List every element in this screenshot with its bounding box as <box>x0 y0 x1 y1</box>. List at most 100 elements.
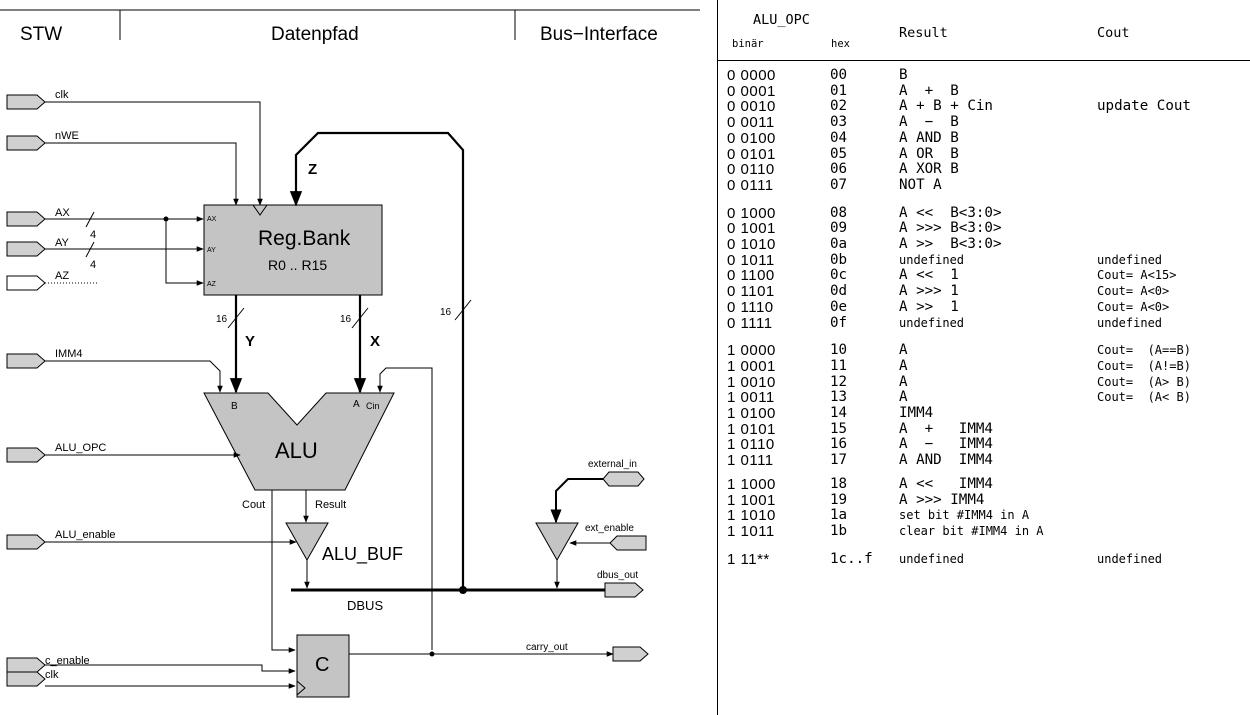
pin-alu-opc <box>6 447 46 463</box>
carry-label: C <box>315 654 329 676</box>
cell-cout: Cout= (A< B) <box>1097 390 1191 405</box>
cell-binary: 0 0100 <box>727 129 776 147</box>
cell-hex: 0f <box>830 314 848 331</box>
cell-binary: 1 0010 <box>727 373 776 391</box>
label-ax: AX <box>55 207 70 219</box>
cell-hex: 01 <box>830 82 848 99</box>
datapath-schematic: STW Datenpfad Bus−Interface clk nWE AX A… <box>0 9 700 698</box>
th-alu-opc: ALU_OPC <box>753 12 810 28</box>
alu-buf-label: ALU_BUF <box>322 544 403 565</box>
cell-result: set bit #IMM4 in A <box>899 508 1030 523</box>
cell-hex: 1a <box>830 507 848 524</box>
cell-result: A + B <box>899 82 959 99</box>
label-clk2: clk <box>45 669 59 681</box>
cell-binary: 0 1100 <box>727 267 775 285</box>
cell-cout: undefined <box>1097 551 1163 566</box>
cell-hex: 08 <box>830 204 848 221</box>
pin-ay <box>6 241 46 257</box>
pin-ext-enable <box>609 535 647 551</box>
cell-binary: 0 0101 <box>727 145 776 163</box>
cell-result: A >> 1 <box>899 298 959 315</box>
cell-binary: 1 1010 <box>727 507 776 525</box>
port-ay: AY <box>207 247 216 254</box>
carry-flipflop <box>296 634 350 698</box>
cell-hex: 18 <box>830 475 848 492</box>
cell-hex: 11 <box>830 357 848 374</box>
cell-hex: 0b <box>830 251 848 268</box>
cell-cout: Cout= A<15> <box>1097 268 1177 283</box>
cell-binary: 1 0011 <box>727 389 775 407</box>
cell-hex: 1c..f <box>830 550 873 567</box>
wire-external-in <box>550 478 603 524</box>
cell-result: clear bit #IMM4 in A <box>899 523 1044 538</box>
pin-clk2 <box>6 671 46 687</box>
label-y: Y <box>245 333 255 350</box>
datapath-diagram: STW Datenpfad Bus−Interface clk nWE AX A… <box>0 9 700 698</box>
cell-result: A << 1 <box>899 267 959 284</box>
cell-hex: 06 <box>830 161 848 178</box>
label-nwe: nWE <box>55 130 79 142</box>
wire-imm4 <box>45 360 223 393</box>
cell-hex: 14 <box>830 405 848 421</box>
alu-label: ALU <box>275 438 318 463</box>
cell-result: undefined <box>899 551 965 566</box>
cell-result: A >> B<3:0> <box>899 236 1002 252</box>
cell-binary: 1 11** <box>727 550 770 568</box>
label-c-enable: c_enable <box>45 655 90 667</box>
wire-clk <box>45 101 263 206</box>
regbank-sub: R0 .. R15 <box>268 257 327 273</box>
width-ax: 4 <box>90 229 96 241</box>
cell-hex: 10 <box>830 342 848 359</box>
cell-hex: 15 <box>830 420 848 437</box>
header-stw: STW <box>20 24 62 45</box>
pin-clk <box>6 94 46 110</box>
cell-result: A <box>899 342 908 359</box>
cell-result: A AND B <box>899 129 959 146</box>
cell-result: A <box>899 357 908 374</box>
cell-hex: 0e <box>830 298 848 315</box>
label-dbus-out: dbus_out <box>597 570 638 581</box>
cell-result: B <box>899 67 908 83</box>
alu <box>203 392 395 491</box>
cell-result: A >>> B<3:0> <box>899 220 1002 237</box>
cell-hex: 17 <box>830 452 848 469</box>
pin-alu-enable <box>6 534 46 550</box>
cell-result: A <box>899 389 908 406</box>
pin-c-enable <box>6 657 46 673</box>
width-ay: 4 <box>90 259 96 271</box>
cell-hex: 07 <box>830 176 848 193</box>
cell-cout: Cout= (A!=B) <box>1097 358 1191 373</box>
cell-cout: undefined <box>1097 252 1163 267</box>
cell-hex: 19 <box>830 491 848 508</box>
cell-hex: 0a <box>830 236 848 252</box>
cell-result: A << IMM4 <box>899 475 993 492</box>
cell-hex: 03 <box>830 114 848 131</box>
cell-hex: 09 <box>830 220 848 237</box>
label-alu-opc: ALU_OPC <box>55 442 106 454</box>
cell-binary: 0 1101 <box>727 283 775 301</box>
cell-binary: 1 1011 <box>727 522 775 540</box>
label-imm4: IMM4 <box>55 348 83 360</box>
cell-cout: update Cout <box>1097 98 1191 115</box>
alu-in-b: B <box>231 401 238 412</box>
cell-cout: Cout= (A==B) <box>1097 343 1191 358</box>
pin-nwe <box>6 135 46 151</box>
cell-binary: 0 1000 <box>727 204 776 222</box>
cell-binary: 0 1001 <box>727 220 776 238</box>
pin-external-in <box>602 471 645 487</box>
width-x: 16 <box>340 314 352 325</box>
cell-result: A XOR B <box>899 161 959 178</box>
cell-cout: Cout= A<0> <box>1097 299 1170 314</box>
cell-result: A << B<3:0> <box>899 204 1002 221</box>
cell-binary: 0 0010 <box>727 98 776 116</box>
label-x: X <box>370 333 380 350</box>
pin-ax <box>6 211 46 227</box>
cell-hex: 04 <box>830 129 848 146</box>
cell-cout: Cout= A<0> <box>1097 284 1170 299</box>
cell-binary: 1 1001 <box>727 491 776 509</box>
header-bus-interface: Bus−Interface <box>540 24 658 45</box>
wire-cout <box>271 490 296 653</box>
register-bank <box>203 204 383 296</box>
cell-binary: 1 0001 <box>727 357 776 375</box>
